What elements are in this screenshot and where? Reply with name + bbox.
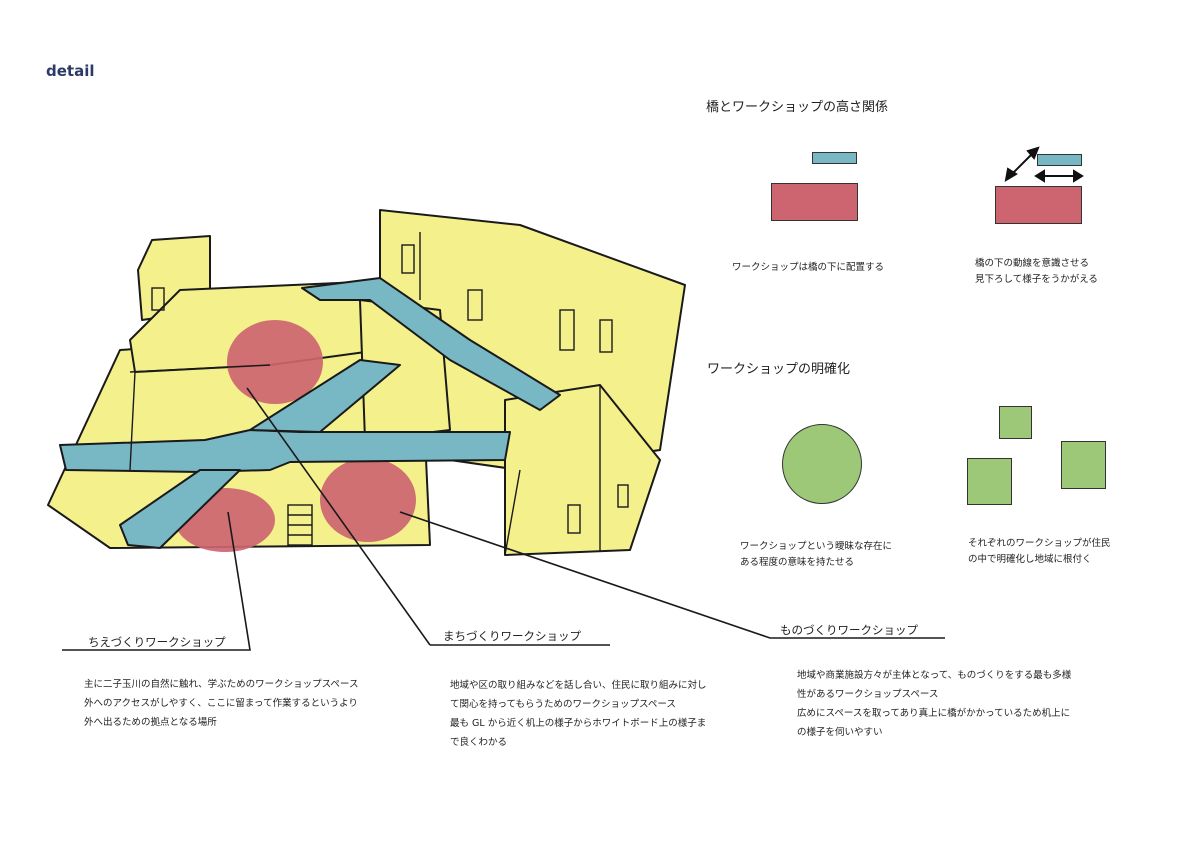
right-lower-block: [504, 384, 661, 556]
workshop-title-machi: まちづくりワークショップ: [443, 629, 581, 643]
leader-line-mono: [399, 511, 945, 639]
desc-line: 主に二子玉川の自然に触れ、学ぶためのワークショップスペース: [84, 679, 359, 690]
green-square-right: [1061, 441, 1106, 489]
workshop-desc-machi: 地域や区の取り組みなどを話し合い、住民に取り組みに対し て関心を持ってもらうため…: [450, 676, 707, 752]
green-square-left: [967, 458, 1012, 505]
desc-line: て関心を持ってもらうためのワークショップスペース: [450, 699, 676, 710]
height-right-caption-1: 橋の下の動線を意識させる: [975, 258, 1090, 269]
desc-line: 広めにスペースを取ってあり真上に橋がかかっているため机上に: [797, 708, 1071, 719]
height-right-caption-2: 見下ろして様子をうかがえる: [975, 274, 1098, 285]
bridge-main-horizontal: [59, 429, 511, 473]
height-left-caption: ワークショップは橋の下に配置する: [732, 262, 885, 273]
clarify-section-heading: ワークショップの明確化: [707, 362, 851, 377]
height-section-heading: 橋とワークショップの高さ関係: [706, 100, 889, 115]
desc-line: で良くわかる: [450, 737, 508, 748]
leader-line-chie: [62, 511, 251, 651]
desc-line: 性があるワークショップスペース: [797, 689, 939, 700]
leader-line-machi-diag: [246, 387, 431, 646]
desc-line: 外へ出るための拠点となる場所: [84, 717, 217, 728]
desc-line: 地域や商業施設方々が主体となって、ものづくりをする最も多様: [797, 670, 1072, 681]
desc-line: 地域や区の取り組みなどを話し合い、住民に取り組みに対し: [450, 680, 707, 691]
workshop-block-right: [995, 186, 1082, 224]
workshop-title-mono: ものづくりワークショップ: [780, 623, 918, 637]
workshop-desc-chie: 主に二子玉川の自然に触れ、学ぶためのワークショップスペース 外へのアクセスがしや…: [84, 675, 358, 732]
bridge-upper-diagonal: [301, 277, 561, 411]
page-title: detail: [46, 62, 95, 80]
clarify-left-caption-2: ある程度の意味を持たせる: [740, 557, 855, 568]
workshop-title-chie: ちえづくりワークショップ: [88, 635, 226, 649]
clarify-right-caption-2: の中で明確化し地域に根付く: [968, 554, 1092, 565]
desc-line: の様子を伺いやすい: [797, 727, 883, 738]
clarify-left-caption-1: ワークショップという曖昧な存在に: [740, 541, 893, 552]
bridge-lower-diagonal: [119, 469, 241, 549]
desc-line: 最も GL から近く机上の様子からホワイトボード上の様子ま: [450, 718, 707, 729]
clarify-right-caption-1: それぞれのワークショップが住民: [968, 538, 1111, 549]
green-square-top: [999, 406, 1032, 439]
workshop-zone-upper: [227, 320, 323, 404]
workshop-block-left: [771, 183, 858, 221]
single-circle-shape: [782, 424, 862, 504]
bridge-block-right: [1037, 154, 1082, 166]
bridge-block-left: [812, 152, 857, 164]
bridge-center-diagonal: [249, 359, 401, 433]
workshop-zone-lower-center: [320, 458, 416, 542]
workshop-desc-mono: 地域や商業施設方々が主体となって、ものづくりをする最も多様 性があるワークショッ…: [797, 666, 1071, 742]
desc-line: 外へのアクセスがしやすく、ここに留まって作業するというより: [84, 698, 358, 709]
